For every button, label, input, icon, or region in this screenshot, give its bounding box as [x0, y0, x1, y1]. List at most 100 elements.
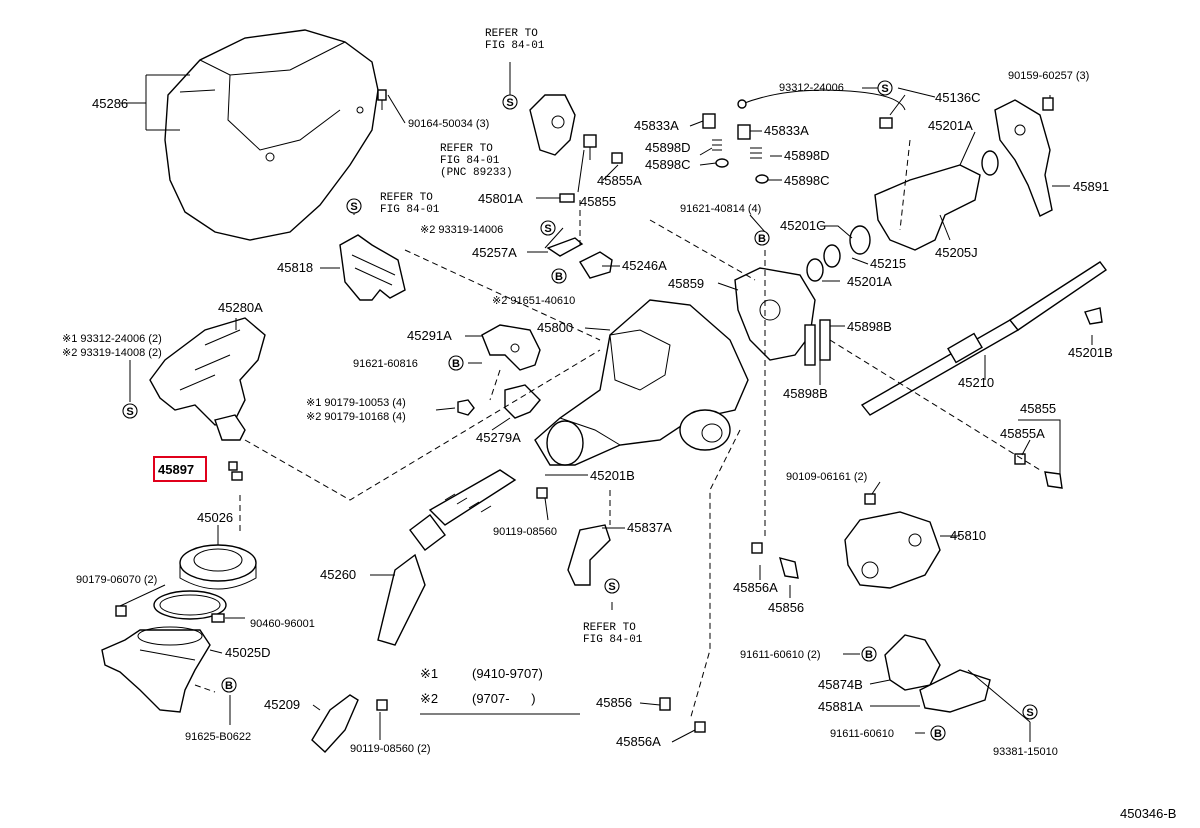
part-label[interactable]: 45025D [225, 645, 271, 660]
part-label[interactable]: 45246A [622, 258, 667, 273]
part-label[interactable]: 45898D [784, 148, 830, 163]
part-label[interactable]: 45291A [407, 328, 452, 343]
part-label[interactable]: 45898B [847, 319, 892, 334]
part-label[interactable]: 45881A [818, 699, 863, 714]
part-label[interactable]: 45859 [668, 276, 704, 291]
s-symbol: S [346, 198, 362, 214]
s-symbol: S [502, 94, 518, 110]
part-label[interactable]: 91611-60610 (2) [740, 649, 821, 661]
svg-text:B: B [452, 358, 460, 370]
part-label[interactable]: ※2 91651-40610 [492, 295, 575, 307]
b-symbol: B [861, 646, 877, 662]
s-symbol: S [540, 220, 556, 236]
part-label[interactable]: ※1 90179-10053 (4) [306, 397, 406, 409]
bracket-45291A-drawing [481, 324, 541, 371]
part-label[interactable]: 93381-15010 [993, 746, 1058, 758]
part-label[interactable]: ※2 93319-14006 [420, 224, 503, 236]
part-label[interactable]: 45856 [596, 695, 632, 710]
nut-90179-10053-drawing [457, 399, 475, 416]
part-label[interactable]: 93312-24006 [779, 82, 844, 94]
part-label[interactable]: 91621-60816 [353, 358, 418, 370]
bracket-45246A-drawing [578, 251, 613, 279]
part-label[interactable]: 45898B [783, 386, 828, 401]
part-label[interactable]: 45260 [320, 567, 356, 582]
part-label[interactable]: 45280A [218, 300, 263, 315]
part-label[interactable]: 45855 [1020, 401, 1056, 416]
s-symbol: S [877, 80, 893, 96]
part-label[interactable]: 90179-06070 (2) [76, 574, 157, 586]
part-label[interactable]: 45891 [1073, 179, 1109, 194]
part-label[interactable]: 90119-08560 (2) [350, 743, 431, 755]
svg-text:FIG 84-01: FIG 84-01 [485, 40, 545, 52]
part-label[interactable]: 45286 [92, 96, 128, 111]
b-symbol: B [448, 355, 464, 371]
pins-45898B-drawing [804, 319, 831, 366]
part-label[interactable]: 45215 [870, 256, 906, 271]
part-label[interactable]: 45898C [784, 173, 830, 188]
ring-45201A-drawing [806, 258, 824, 282]
part-label[interactable]: 90119-08560 [493, 526, 557, 538]
svg-text:B: B [555, 271, 563, 283]
part-label[interactable]: ※2 93319-14008 (2) [62, 347, 162, 359]
refer-note[interactable]: REFER TO FIG 84-01 [380, 192, 440, 216]
part-label[interactable]: 91611-60610 [830, 728, 894, 740]
joint-45209-drawing [311, 694, 359, 753]
bracket-45859-drawing [734, 267, 816, 361]
part-label[interactable]: 45279A [476, 430, 521, 445]
part-label[interactable]: 90460-96001 [250, 618, 315, 630]
part-label[interactable]: 45833A [764, 123, 809, 138]
tilt-assembly-45205J-drawing [874, 150, 999, 251]
svg-text:REFER TO: REFER TO [440, 143, 493, 155]
part-label[interactable]: 45201A [928, 118, 973, 133]
part-label[interactable]: 90159-60257 (3) [1008, 70, 1089, 82]
part-label[interactable]: 45800 [537, 320, 573, 335]
part-label[interactable]: 45856 [768, 600, 804, 615]
part-label[interactable]: 45898C [645, 157, 691, 172]
part-label[interactable]: 45209 [264, 697, 300, 712]
spring-parts-drawing [702, 113, 769, 184]
part-label[interactable]: 45833A [634, 118, 679, 133]
legend-range-2: (9707- ) [472, 691, 536, 706]
legend-mark-2: ※2 [420, 691, 438, 706]
svg-text:FIG 84-01: FIG 84-01 [583, 634, 643, 646]
part-label[interactable]: 91625-B0622 [185, 731, 251, 743]
refer-note[interactable]: REFER TO FIG 84-01 [485, 28, 545, 52]
part-label-highlighted[interactable]: 45897 [158, 462, 194, 477]
lever-assembly-drawing [529, 94, 576, 156]
part-label[interactable]: 45855A [1000, 426, 1045, 441]
part-label[interactable]: 45855 [580, 194, 616, 209]
part-label[interactable]: 45837A [627, 520, 672, 535]
part-label[interactable]: 45874B [818, 677, 863, 692]
part-label[interactable]: 45201B [1068, 345, 1113, 360]
bolt-45855-drawing [583, 134, 623, 164]
assembly-guide-lines [194, 139, 1041, 721]
s-symbol: S [122, 403, 138, 419]
part-label[interactable]: 45201B [590, 468, 635, 483]
part-label[interactable]: 45898D [645, 140, 691, 155]
part-label[interactable]: 45856A [616, 734, 661, 749]
refer-note[interactable]: REFER TO FIG 84-01 [583, 622, 643, 646]
part-label[interactable]: 45210 [958, 375, 994, 390]
part-label[interactable]: ※2 90179-10168 (4) [306, 411, 406, 423]
switch-45897-drawing [228, 461, 243, 481]
part-label[interactable]: 90109-06161 (2) [786, 471, 867, 483]
part-label[interactable]: 91621-40814 (4) [680, 203, 761, 215]
bolt-90159-drawing [1042, 97, 1054, 111]
part-label[interactable]: 45201G [780, 218, 826, 233]
part-label[interactable]: 45855A [597, 173, 642, 188]
part-label[interactable]: ※1 93312-24006 (2) [62, 333, 162, 345]
part-label[interactable]: 90164-50034 (3) [408, 118, 489, 130]
svg-text:S: S [608, 581, 615, 593]
part-label[interactable]: 45801A [478, 191, 523, 206]
svg-text:S: S [350, 201, 357, 213]
part-label[interactable]: 45205J [935, 245, 978, 260]
part-label[interactable]: 45856A [733, 580, 778, 595]
refer-note[interactable]: REFER TO FIG 84-01 (PNC 89233) [440, 143, 513, 179]
part-label[interactable]: 45201A [847, 274, 892, 289]
part-label[interactable]: 45810 [950, 528, 986, 543]
part-label[interactable]: 45818 [277, 260, 313, 275]
part-label[interactable]: 45136C [935, 90, 981, 105]
part-label[interactable]: 45257A [472, 245, 517, 260]
part-label[interactable]: 45026 [197, 510, 233, 525]
